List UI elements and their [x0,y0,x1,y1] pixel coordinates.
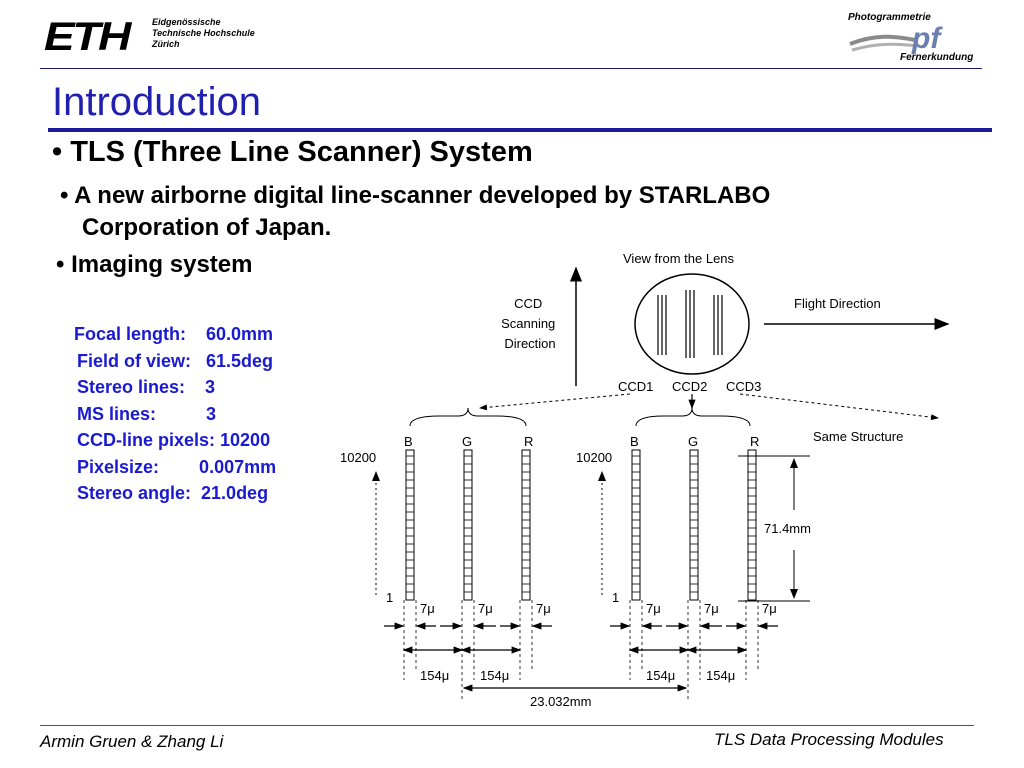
svg-text:R: R [750,434,759,449]
ccd2-label: CCD2 [672,379,707,394]
svg-text:7μ: 7μ [420,601,435,616]
svg-text:G: G [688,434,698,449]
eth-logo-word: ETH [44,15,131,59]
gap-arrows [384,622,778,692]
spec-pixelsize: Pixelsize: 0.007mm [77,456,277,477]
svg-text:7μ: 7μ [478,601,493,616]
svg-text:Fernerkundung: Fernerkundung [900,52,973,63]
svg-text:7μ: 7μ [536,601,551,616]
spec-ccd-line-pixels: CCD-line pixels: 10200 [77,430,271,450]
gap-labels: 7μ 7μ 7μ 7μ 7μ 7μ 154μ 154μ 154μ 154μ [420,601,777,683]
bullet-airborne-scanner: • A new airborne digital line-scanner de… [60,182,771,209]
height-dimension-label: 71.4mm [764,521,811,536]
slide-title: Introduction [52,80,262,124]
footer-authors: Armin Gruen & Zhang Li [40,732,224,751]
spec-focal-length: Focal length: 60.0mm [74,324,274,344]
flight-direction-label: Flight Direction [794,296,881,311]
view-from-lens-label: View from the Lens [623,251,735,266]
ccd1-label: CCD1 [618,379,653,394]
svg-text:G: G [462,434,472,449]
svg-text:154μ: 154μ [646,668,675,683]
svg-text:154μ: 154μ [420,668,449,683]
header-divider [40,68,982,69]
svg-text:pf: pf [911,22,943,55]
eth-logo: ETH Eidgenössische Technische Hochschule… [44,17,294,57]
svg-text:R: R [524,434,533,449]
lens-ccd-lines [657,290,723,358]
spec-list: Focal length: 60.0mm Field of view: 61.5… [74,321,276,507]
svg-text:1: 1 [612,590,619,605]
same-structure-label: Same Structure [813,429,903,444]
bullet-imaging-system: • Imaging system [56,251,253,278]
ccd-scanning-direction-label: CCD Scanning Direction [501,296,559,351]
svg-text:10200: 10200 [340,450,376,465]
svg-text:1: 1 [386,590,393,605]
svg-text:154μ: 154μ [480,668,509,683]
bullet-airborne-scanner-cont: Corporation of Japan. [82,214,332,241]
title-underline [48,128,992,132]
footer-module-title: TLS Data Processing Modules [714,730,944,749]
heading-tls-system: • TLS (Three Line Scanner) System [52,136,533,168]
lens-circle [634,273,750,375]
spec-stereo-angle: Stereo angle: 21.0deg [77,483,269,503]
ccd-group-left: B G R 10200 1 [340,434,533,605]
eth-logo-subtitle: Eidgenössische Technische Hochschule Zür… [152,17,255,49]
pf-logo: Photogrammetrie pf Fernerkundung [840,6,990,64]
tls-ccd-diagram: View from the Lens Flight Direction CCD … [340,251,950,709]
svg-text:7μ: 7μ [762,601,777,616]
svg-text:154μ: 154μ [706,668,735,683]
svg-text:B: B [404,434,413,449]
spec-field-of-view: Field of view: 61.5deg [77,350,274,371]
spec-ms-lines: MS lines: 3 [77,403,217,424]
svg-text:7μ: 7μ [646,601,661,616]
ccd-pixel-ticks [406,455,756,593]
spec-stereo-lines: Stereo lines: 3 [77,377,216,397]
svg-text:Photogrammetrie: Photogrammetrie [848,12,931,23]
footer-divider [40,725,974,726]
span-dimension-label: 23.032mm [530,694,591,709]
ccd3-label: CCD3 [726,379,761,394]
ccd-group-right: B G R 10200 1 [576,434,759,605]
svg-text:10200: 10200 [576,450,612,465]
svg-text:B: B [630,434,639,449]
svg-text:7μ: 7μ [704,601,719,616]
